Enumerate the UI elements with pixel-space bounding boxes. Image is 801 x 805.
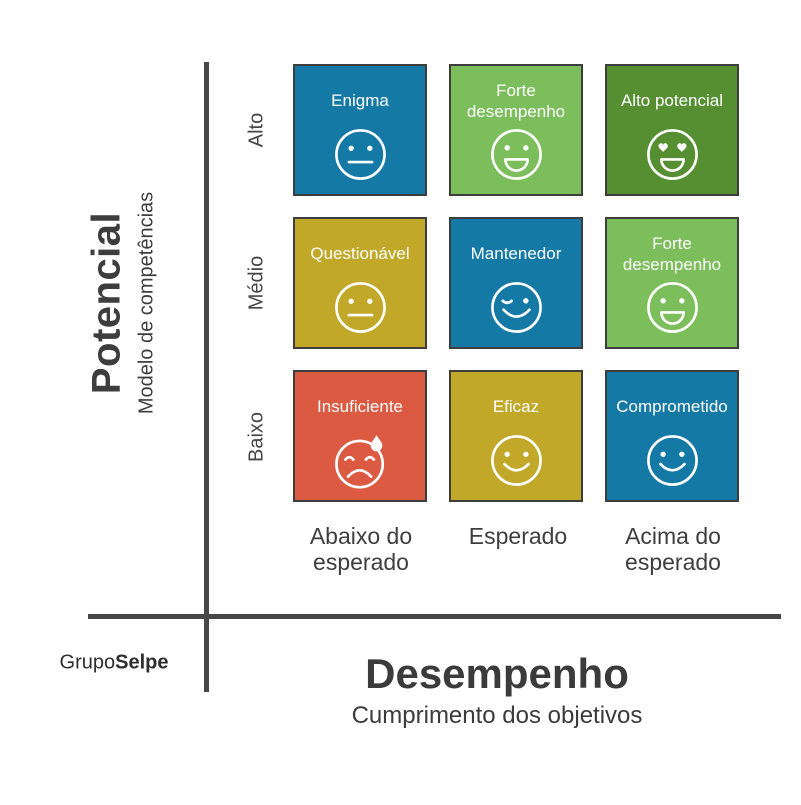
cell-label: Alto potencial bbox=[620, 91, 724, 111]
cell-label: Mantenedor bbox=[470, 244, 562, 264]
logo-prefix: Grupo bbox=[59, 651, 116, 674]
cell-label: Comprometido bbox=[616, 397, 728, 417]
x-axis-line bbox=[88, 614, 781, 619]
y-axis-line bbox=[204, 62, 209, 692]
neutral-face-icon bbox=[334, 129, 386, 180]
cell-comprometido: Comprometido bbox=[605, 370, 739, 502]
sad-sweat-face-icon bbox=[334, 435, 384, 489]
logo-suffix: Selpe bbox=[115, 651, 169, 674]
y-axis-subtitle: Modelo de competências bbox=[135, 191, 158, 415]
grupo-selpe-logo: GrupoSelpe bbox=[60, 652, 169, 675]
x-axis-title: Desempenho bbox=[365, 650, 629, 697]
cell-forte-desempenho: Forte desempenho bbox=[605, 217, 739, 349]
grin-face-icon bbox=[646, 282, 698, 333]
cell-insuficiente: Insuficiente bbox=[293, 370, 427, 502]
cell-forte-desempenho: Forte desempenho bbox=[449, 64, 583, 196]
column-label-esperado: Esperado bbox=[468, 523, 568, 549]
cell-label: Questionável bbox=[310, 244, 410, 264]
cell-label: Eficaz bbox=[492, 397, 540, 417]
heart-eyes-face-icon bbox=[646, 129, 698, 180]
cell-label: Enigma bbox=[331, 91, 389, 111]
cell-label: Forte desempenho bbox=[466, 80, 566, 121]
cell-mantenedor: Mantenedor bbox=[449, 217, 583, 349]
cell-enigma: Enigma bbox=[293, 64, 427, 196]
column-label-acima: Acima do esperado bbox=[625, 523, 721, 575]
row-label-baixo: Baixo bbox=[245, 411, 268, 463]
smile-face-icon bbox=[490, 435, 542, 486]
column-label-abaixo: Abaixo do esperado bbox=[309, 523, 413, 575]
grin-face-icon bbox=[490, 129, 542, 180]
y-axis-title: Potencial bbox=[84, 211, 129, 395]
x-axis-subtitle: Cumprimento dos objetivos bbox=[351, 702, 643, 729]
row-label-alto: Alto bbox=[245, 112, 268, 148]
cell-label: Insuficiente bbox=[317, 397, 403, 417]
neutral-face-icon bbox=[334, 282, 386, 333]
cell-label: Forte desempenho bbox=[622, 233, 722, 274]
cell-question-vel: Questionável bbox=[293, 217, 427, 349]
row-label-medio: Médio bbox=[245, 255, 268, 311]
cell-eficaz: Eficaz bbox=[449, 370, 583, 502]
wink-face-icon bbox=[490, 282, 542, 333]
cell-alto-potencial: Alto potencial bbox=[605, 64, 739, 196]
smile-face-icon bbox=[646, 435, 698, 486]
